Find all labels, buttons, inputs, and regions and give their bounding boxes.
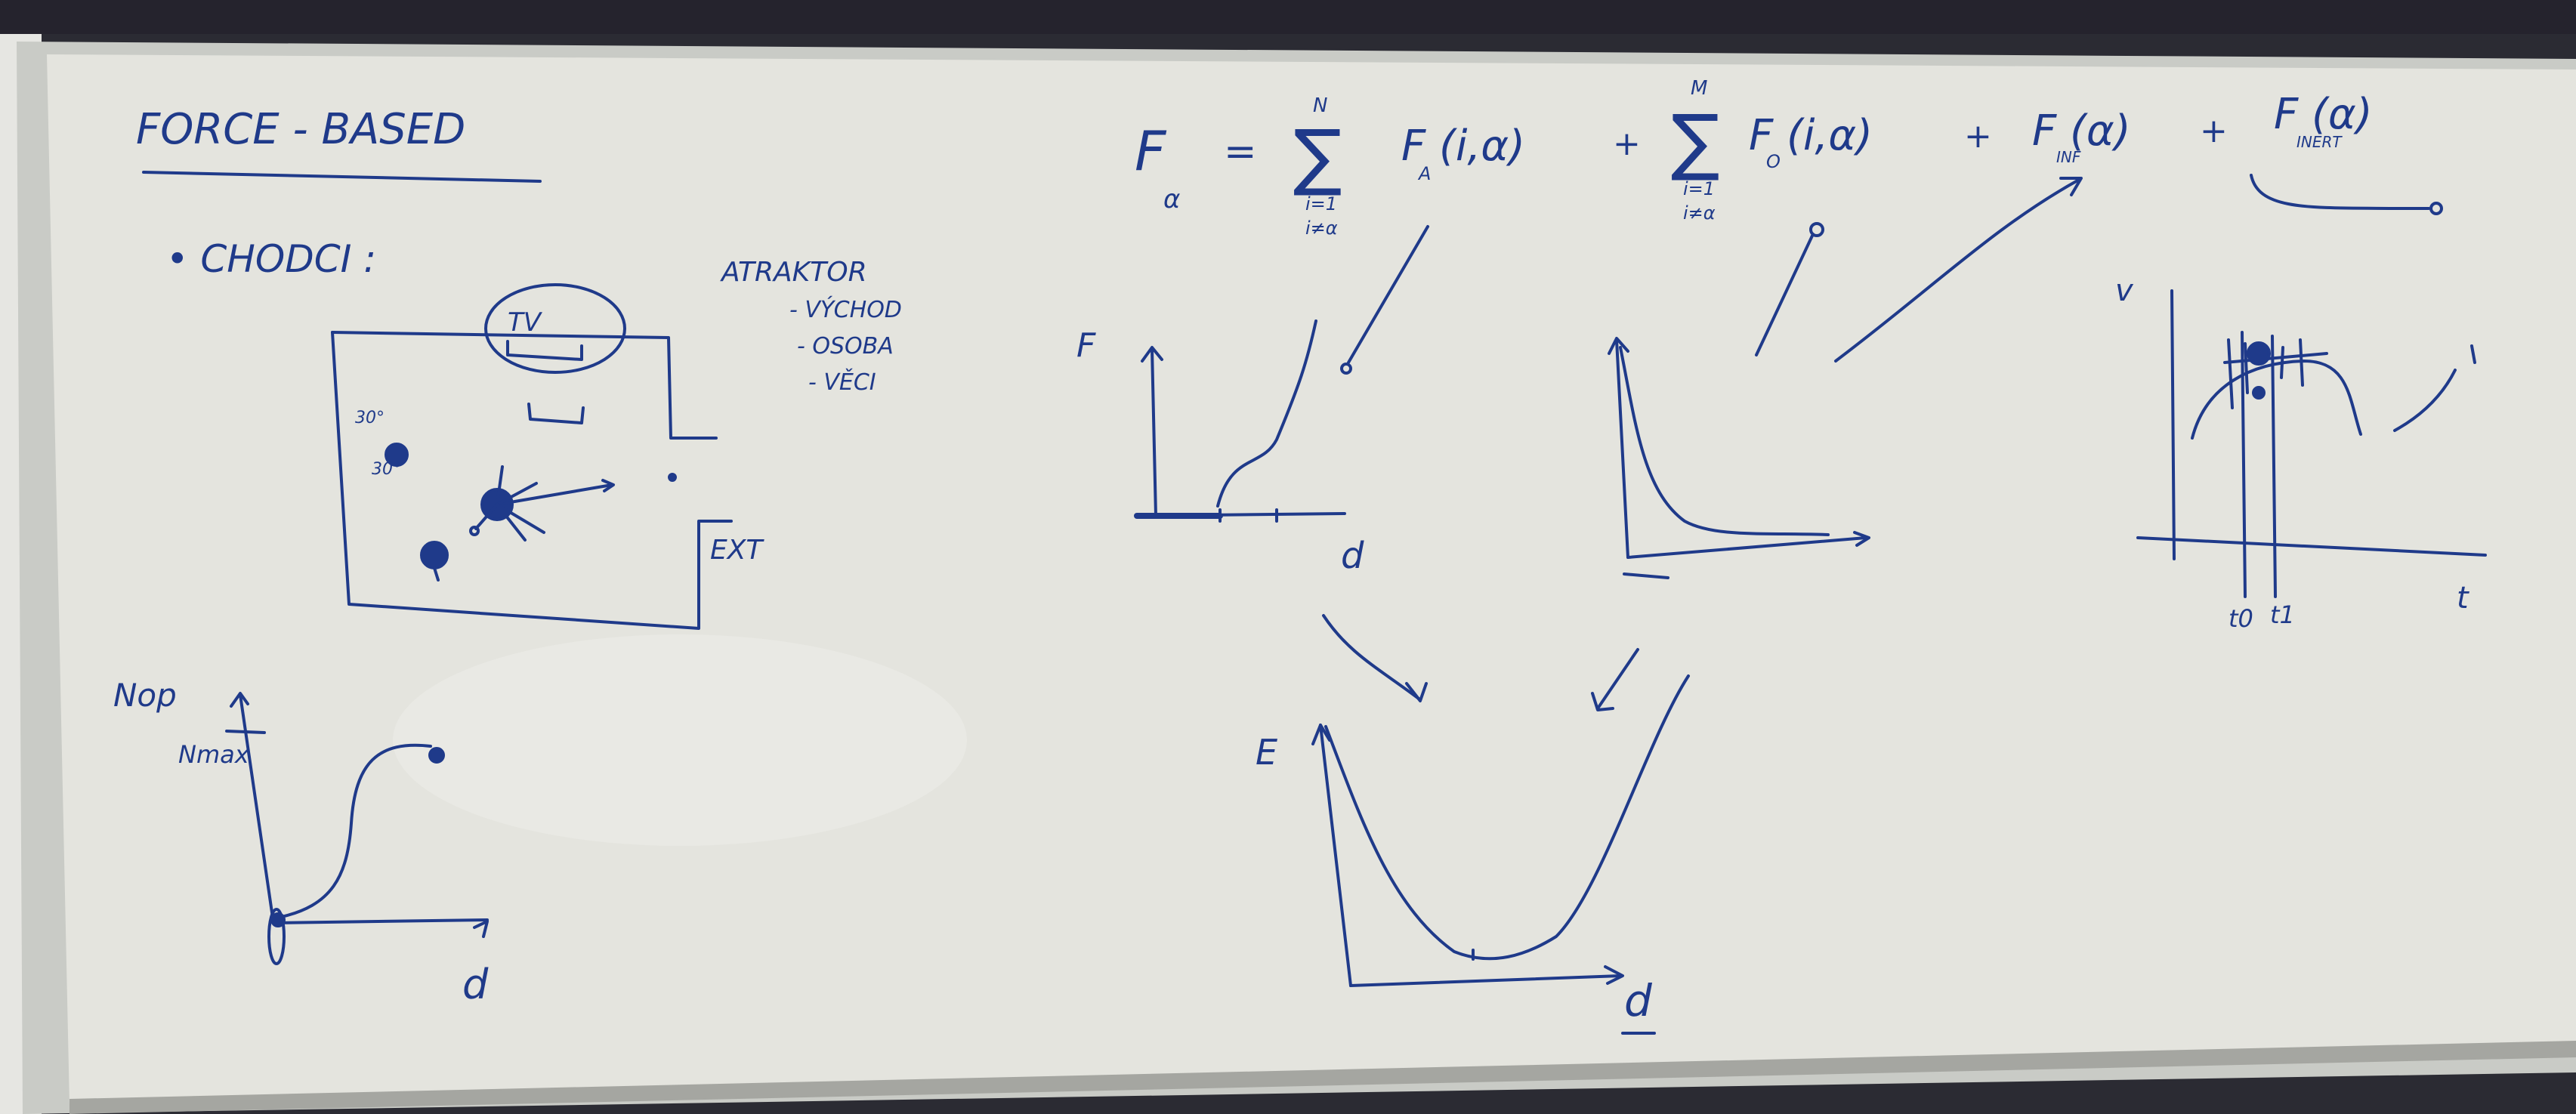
bullet-chodci: • CHODCI : bbox=[166, 237, 376, 281]
nmax-tick bbox=[225, 730, 266, 734]
velocity-y-label: v bbox=[2115, 273, 2134, 308]
pedestrian-icon bbox=[420, 541, 449, 569]
velocity-t0: t0 bbox=[2229, 604, 2253, 633]
plus-3: + bbox=[2200, 112, 2228, 150]
energy-x-label: d bbox=[1624, 975, 1653, 1026]
nop-curve bbox=[276, 743, 432, 919]
eq-lhs-sub: α bbox=[1163, 184, 1180, 214]
angle-label: 30° bbox=[372, 460, 401, 479]
term4-bracket bbox=[2250, 174, 2430, 210]
tv-circle bbox=[484, 283, 626, 374]
exit-label: EXT bbox=[710, 535, 764, 566]
sum1-lower: i≠α bbox=[1305, 218, 1338, 239]
sum2-sigma: ∑ bbox=[1671, 99, 1720, 184]
pedestrian-icon bbox=[385, 443, 409, 467]
sum2-upper: M bbox=[1691, 77, 1707, 100]
marker-tray bbox=[69, 1041, 2576, 1114]
sum1-upper: N bbox=[1313, 94, 1327, 117]
attractor-item: - VĚCI bbox=[808, 369, 876, 396]
tv-label: TV bbox=[508, 307, 543, 338]
pointer-line bbox=[1347, 225, 1429, 364]
title-underline bbox=[142, 171, 542, 183]
nop-x-label: d bbox=[462, 961, 489, 1008]
nop-graph: Nop Nmax d bbox=[113, 677, 489, 1008]
attractor-item: - VÝCHOD bbox=[789, 296, 902, 323]
energy-graph: E d bbox=[1256, 674, 1690, 1035]
term4-sub: INERT bbox=[2296, 133, 2343, 151]
angle-label: 30° bbox=[355, 409, 385, 427]
term3: F (α) bbox=[2032, 106, 2131, 156]
attraction-y-label: F bbox=[1076, 326, 1096, 365]
attractor-item: - OSOBA bbox=[797, 333, 894, 360]
nop-y-tick: Nmax bbox=[178, 740, 250, 769]
sum2-lower: i≠α bbox=[1683, 202, 1716, 224]
term1-sub: A bbox=[1417, 163, 1431, 184]
sum1-lower: i=1 bbox=[1305, 193, 1337, 214]
term4: F (α) bbox=[2274, 90, 2373, 139]
term2-sub: O bbox=[1766, 151, 1781, 172]
term1: F (i,α) bbox=[1401, 122, 1525, 171]
eq-lhs: F bbox=[1135, 119, 1167, 183]
velocity-graph: v t0 t1 t bbox=[2115, 273, 2487, 633]
t1-marker bbox=[2271, 335, 2277, 598]
t0-marker bbox=[2241, 331, 2247, 598]
sum2-lower: i=1 bbox=[1683, 178, 1715, 199]
term3-sub: INF bbox=[2056, 148, 2081, 166]
title-text: FORCE - BASED bbox=[136, 105, 465, 154]
velocity-x-label: t bbox=[2457, 581, 2469, 616]
pointer-line bbox=[1755, 233, 1815, 356]
energy-y-label: E bbox=[1256, 732, 1277, 773]
eq-equals: = bbox=[1224, 129, 1257, 174]
attractor-heading: ATRAKTOR bbox=[720, 257, 867, 288]
attraction-x-label: d bbox=[1341, 535, 1364, 577]
tv-shape bbox=[506, 340, 583, 361]
nop-y-label: Nop bbox=[113, 677, 177, 714]
repulsion-curve bbox=[1619, 346, 1830, 536]
sum1-sigma: ∑ bbox=[1293, 114, 1342, 199]
attraction-curve bbox=[1216, 319, 1317, 508]
energy-curve bbox=[1324, 674, 1690, 961]
pointer-line bbox=[1834, 178, 2080, 363]
ceiling bbox=[0, 0, 2576, 34]
repulsion-graph bbox=[1608, 337, 1870, 579]
room-sketch: TV EXT 30° 30° bbox=[331, 283, 764, 630]
velocity-t1: t1 bbox=[2270, 600, 2295, 629]
attraction-graph: F d bbox=[1076, 319, 1364, 577]
obstacle-shape bbox=[527, 403, 585, 424]
plus-2: + bbox=[1964, 117, 1992, 156]
force-equation: F α = N ∑ i=1 i≠α F (i,α) A + M ∑ i=1 i≠… bbox=[1135, 77, 2443, 239]
plus-1: + bbox=[1613, 125, 1641, 163]
board-glare bbox=[393, 634, 967, 846]
exit-dot bbox=[668, 473, 677, 482]
nop-x-axis bbox=[272, 918, 489, 924]
term2: F (i,α) bbox=[1749, 111, 1873, 160]
velocity-curve bbox=[2191, 360, 2362, 440]
